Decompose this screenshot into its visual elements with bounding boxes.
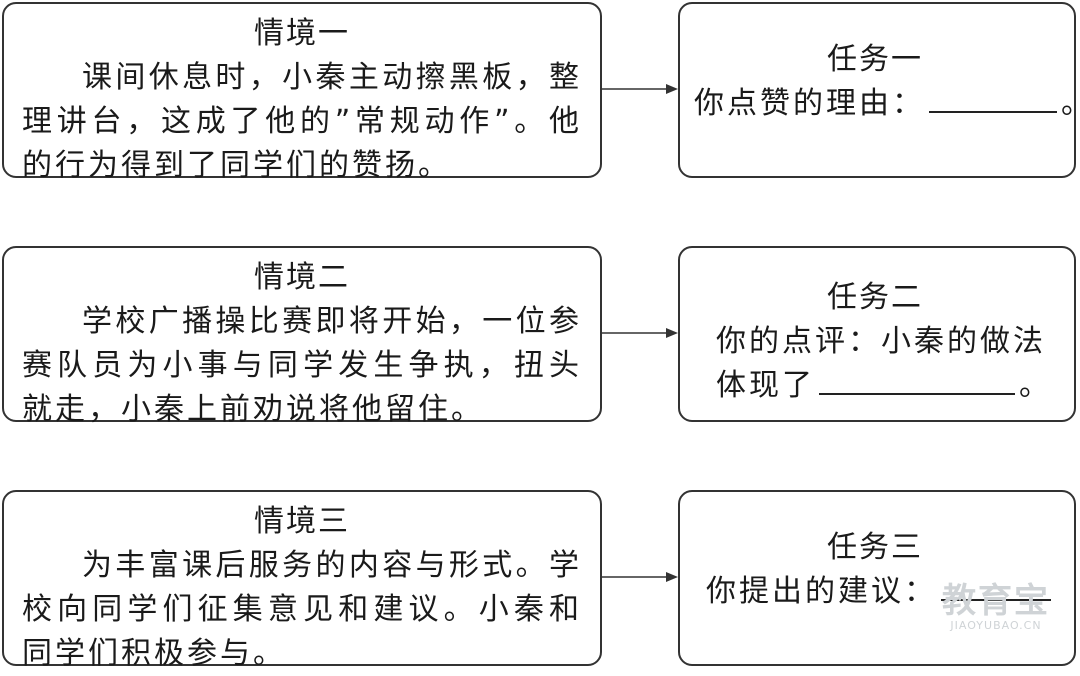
- scene-box-3: 情境三 为丰富课后服务的内容与形式。学校向同学们征集意见和建议。小秦和同学们积极…: [2, 490, 602, 671]
- task-line-2: 体现了 。: [694, 364, 1056, 408]
- task-title-3: 任务三: [827, 530, 923, 565]
- answer-blank-2[interactable]: [819, 367, 1015, 395]
- scene-text-3: 为丰富课后服务的内容与形式。学校向同学们征集意见和建议。小秦和同学们积极参与。: [22, 548, 582, 671]
- task-title-1: 任务一: [827, 42, 923, 77]
- scene-box-1: 情境一 课间休息时，小秦主动擦黑板，整理讲台，这成了他的”常规动作”。他的行为得…: [2, 2, 602, 183]
- task-line-1: 你点赞的理由： 。: [694, 82, 1080, 126]
- arrow-connector-1: [602, 84, 678, 94]
- task-end-2: 。: [1019, 368, 1052, 403]
- answer-blank-1[interactable]: [929, 85, 1057, 113]
- scene-text-2: 学校广播操比赛即将开始，一位参赛队员为小事与同学发生争执，扭头就走，小秦上前劝说…: [22, 304, 582, 427]
- answer-blank-3[interactable]: [941, 573, 1051, 601]
- arrow-connector-2: [602, 328, 678, 338]
- task-box-2: 任务二 你的点评：小秦的做法 体现了 。: [678, 246, 1076, 422]
- task-prompt-2: 你的点评：小秦的做法: [716, 324, 1046, 359]
- task-prompt-3: 你提出的建议：: [706, 574, 937, 609]
- task-box-3: 任务三 你提出的建议：: [678, 490, 1076, 666]
- task-end-1: 。: [1061, 86, 1080, 121]
- task-prompt-1: 你点赞的理由：: [694, 86, 925, 121]
- scene-box-2: 情境二 学校广播操比赛即将开始，一位参赛队员为小事与同学发生争执，扭头就走，小秦…: [2, 246, 602, 427]
- scene-title-1: 情境一: [254, 16, 350, 51]
- arrow-connector-3: [602, 572, 678, 582]
- scene-text-1: 课间休息时，小秦主动擦黑板，整理讲台，这成了他的”常规动作”。他的行为得到了同学…: [22, 60, 582, 183]
- scene-title-3: 情境三: [254, 504, 350, 539]
- task-prompt-2b: 体现了: [716, 368, 815, 403]
- task-box-1: 任务一 你点赞的理由： 。: [678, 2, 1080, 178]
- task-line-3: 你提出的建议：: [694, 570, 1056, 614]
- task-title-2: 任务二: [827, 280, 923, 315]
- scene-title-2: 情境二: [254, 260, 350, 295]
